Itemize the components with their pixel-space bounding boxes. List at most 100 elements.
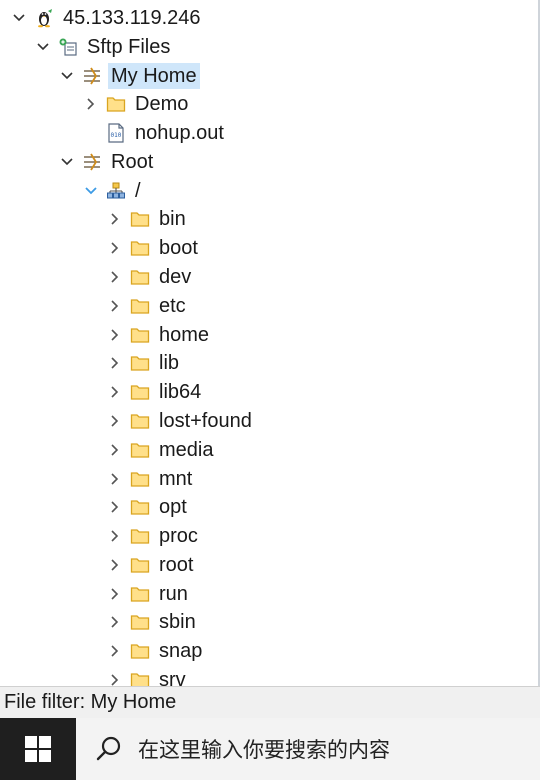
folder-icon xyxy=(130,440,150,460)
tree-node-folder[interactable]: home xyxy=(106,321,212,349)
tree-node-folder[interactable]: srv xyxy=(106,666,189,686)
folder-label: run xyxy=(159,583,188,605)
chevron-right-icon[interactable] xyxy=(106,551,124,579)
tree-node-host[interactable]: 45.133.119.246 xyxy=(10,4,204,32)
folder-icon xyxy=(130,497,150,517)
chevron-right-icon[interactable] xyxy=(106,263,124,291)
tree-node-folder[interactable]: lost+found xyxy=(106,407,255,435)
chevron-right-icon[interactable] xyxy=(106,436,124,464)
folder-icon xyxy=(130,612,150,632)
windows-taskbar: 在这里输入你要搜索的内容 xyxy=(0,718,540,780)
tree-node-folder[interactable]: media xyxy=(106,436,216,464)
tree-node-folder[interactable]: lib xyxy=(106,349,182,377)
chevron-right-icon[interactable] xyxy=(106,292,124,320)
folder-icon xyxy=(130,353,150,373)
tree-node-demo[interactable]: Demo xyxy=(82,90,191,118)
tree-node-folder[interactable]: root xyxy=(106,551,196,579)
tree-node-folder[interactable]: etc xyxy=(106,292,189,320)
chevron-right-icon[interactable] xyxy=(106,666,124,686)
folder-label: snap xyxy=(159,640,203,662)
folder-label: home xyxy=(159,324,210,346)
tree-node-folder[interactable]: boot xyxy=(106,234,201,262)
tree-node-sftp-files[interactable]: Sftp Files xyxy=(34,33,173,61)
file-filter-status: File filter: My Home xyxy=(4,691,177,713)
folder-label: lib xyxy=(159,352,180,374)
chevron-right-icon[interactable] xyxy=(106,493,124,521)
binary-file-icon: 010 xyxy=(106,123,126,143)
folder-icon xyxy=(130,469,150,489)
chevron-right-icon[interactable] xyxy=(106,522,124,550)
chevron-down-icon[interactable] xyxy=(10,4,28,32)
slash-label: / xyxy=(135,180,141,202)
windows-logo-icon xyxy=(25,736,51,762)
filter-icon xyxy=(82,152,102,172)
chevron-right-icon[interactable] xyxy=(106,234,124,262)
demo-label: Demo xyxy=(135,93,189,115)
my-home-label: My Home xyxy=(108,63,200,89)
folder-icon xyxy=(130,267,150,287)
tree-node-nohup-out[interactable]: 010 nohup.out xyxy=(82,119,227,147)
folder-icon xyxy=(130,325,150,345)
chevron-down-icon[interactable] xyxy=(82,177,100,205)
svg-text:010: 010 xyxy=(111,132,122,139)
folder-label: lost+found xyxy=(159,410,252,432)
folder-icon xyxy=(130,555,150,575)
folder-icon xyxy=(130,584,150,604)
tree-node-slash[interactable]: / xyxy=(82,177,144,205)
chevron-spacer xyxy=(82,119,100,147)
nohup-out-label: nohup.out xyxy=(135,122,224,144)
folder-label: etc xyxy=(159,295,186,317)
folder-icon xyxy=(130,209,150,229)
chevron-down-icon[interactable] xyxy=(58,62,76,90)
folder-icon xyxy=(130,238,150,258)
linux-penguin-icon xyxy=(34,8,54,28)
folder-icon xyxy=(130,526,150,546)
tree-node-root[interactable]: Root xyxy=(58,148,156,176)
host-label: 45.133.119.246 xyxy=(63,7,201,29)
folder-icon xyxy=(130,296,150,316)
tree-node-my-home[interactable]: My Home xyxy=(58,62,200,90)
start-button[interactable] xyxy=(0,718,76,780)
tree-node-folder[interactable]: lib64 xyxy=(106,378,204,406)
folder-label: proc xyxy=(159,525,198,547)
tree-node-folder[interactable]: mnt xyxy=(106,465,195,493)
chevron-right-icon[interactable] xyxy=(106,608,124,636)
folder-label: srv xyxy=(159,669,186,686)
chevron-right-icon[interactable] xyxy=(106,580,124,608)
folder-label: mnt xyxy=(159,468,193,490)
folder-icon xyxy=(130,670,150,686)
status-bar: File filter: My Home xyxy=(0,686,540,718)
chevron-down-icon[interactable] xyxy=(34,33,52,61)
tree-node-folder[interactable]: opt xyxy=(106,493,190,521)
tree-node-folder[interactable]: proc xyxy=(106,522,201,550)
sftp-files-label: Sftp Files xyxy=(87,36,171,58)
folder-icon xyxy=(130,641,150,661)
chevron-down-icon[interactable] xyxy=(58,148,76,176)
tree-node-folder[interactable]: sbin xyxy=(106,608,199,636)
chevron-right-icon[interactable] xyxy=(106,205,124,233)
chevron-right-icon[interactable] xyxy=(106,407,124,435)
chevron-right-icon[interactable] xyxy=(82,90,100,118)
folder-label: bin xyxy=(159,208,186,230)
tree-node-folder[interactable]: snap xyxy=(106,637,205,665)
filter-icon xyxy=(82,66,102,86)
chevron-right-icon[interactable] xyxy=(106,465,124,493)
folder-label: root xyxy=(159,554,194,576)
chevron-right-icon[interactable] xyxy=(106,349,124,377)
folder-label: lib64 xyxy=(159,381,202,403)
folder-label: sbin xyxy=(159,611,196,633)
folder-icon xyxy=(106,94,126,114)
chevron-right-icon[interactable] xyxy=(106,321,124,349)
taskbar-search-box[interactable]: 在这里输入你要搜索的内容 xyxy=(76,718,540,780)
remote-systems-tree[interactable]: 45.133.119.246 Sftp Files xyxy=(0,0,540,686)
tree-node-folder[interactable]: bin xyxy=(106,205,189,233)
folder-label: dev xyxy=(159,266,192,288)
folder-label: opt xyxy=(159,496,187,518)
tree-node-folder[interactable]: dev xyxy=(106,263,194,291)
tree-node-folder[interactable]: run xyxy=(106,580,191,608)
chevron-right-icon[interactable] xyxy=(106,637,124,665)
folder-icon xyxy=(130,382,150,402)
root-label: Root xyxy=(111,151,154,173)
chevron-right-icon[interactable] xyxy=(106,378,124,406)
